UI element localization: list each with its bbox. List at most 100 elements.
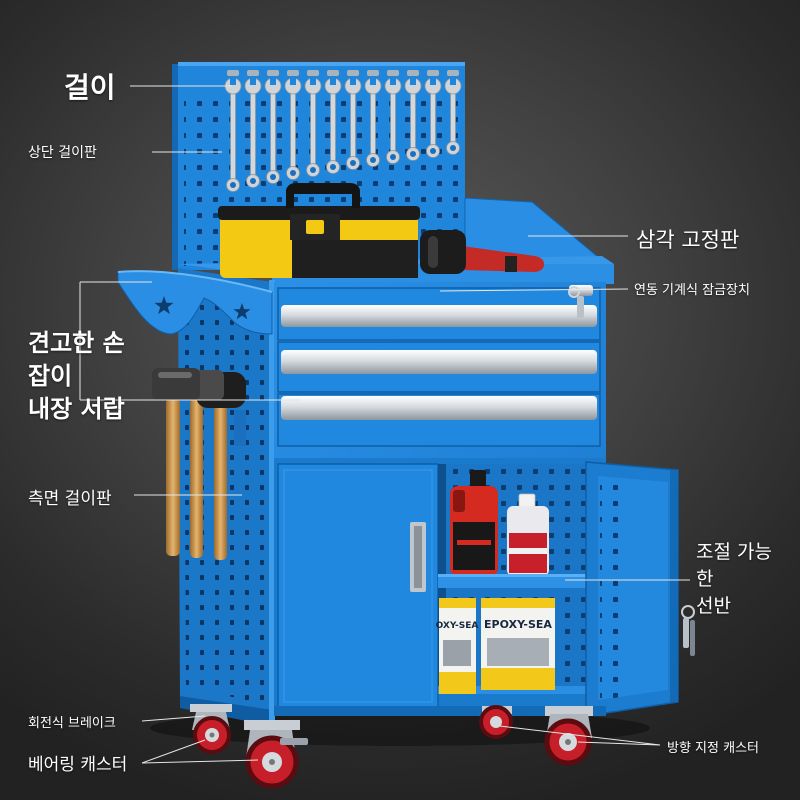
oil-bottle-white <box>507 493 549 576</box>
callout-shelf: 조절 가능 한 선반 <box>696 539 772 620</box>
callout-drawers-line-1: 견고한 손 <box>28 329 125 357</box>
right-door <box>585 461 679 717</box>
callout-line-brake <box>141 715 206 722</box>
wrench-shaft <box>450 91 456 144</box>
upper-pegboard-top-edge <box>178 62 465 66</box>
caster-left-front <box>244 720 308 789</box>
bucket-right-rim <box>481 598 555 608</box>
callout-shelf-line-2: 한 <box>696 568 714 590</box>
caster-mount <box>244 720 300 730</box>
bucket-right-swatch <box>487 638 549 666</box>
wrench-jaw-gap <box>350 77 356 85</box>
wrench <box>364 70 382 167</box>
wrench-ring-hole <box>230 182 236 188</box>
callout-line-directional-1 <box>499 725 661 746</box>
callout-upper-pegboard: 상단 걸이판 <box>28 145 97 161</box>
mallet-head-highlight <box>428 236 438 268</box>
wrench <box>404 70 422 161</box>
right-door-edge <box>670 470 678 702</box>
callout-swivel-brake: 회전식 브레이크 <box>28 716 116 731</box>
drawer-3-handle <box>281 396 597 420</box>
wrench <box>344 70 362 170</box>
right-door-holes <box>600 478 628 700</box>
wrench-jaw-gap <box>270 77 276 85</box>
caster-bolt <box>209 732 215 738</box>
side-tray-handle <box>117 270 273 335</box>
hammer-1-head-highlight <box>158 372 192 378</box>
toolbox-lid <box>218 206 420 220</box>
bucket-right-base <box>481 668 555 690</box>
door-keys <box>681 605 695 656</box>
wrench-shaft <box>290 91 296 169</box>
wrench-shaft <box>390 91 396 153</box>
drawer-2 <box>277 341 601 393</box>
wrench-ring-hole <box>430 148 436 154</box>
wrench <box>244 70 262 188</box>
wrench-jaw-gap <box>250 77 256 85</box>
wrench-hook <box>367 70 379 76</box>
callout-triangle-bracket: 삼각 고정판 <box>636 228 740 252</box>
left-door-bevel <box>283 469 433 703</box>
wrench-hook <box>247 70 259 76</box>
wrench-shaft <box>370 91 376 156</box>
wrench-ring-hole <box>450 145 456 151</box>
wrench-ring-hole <box>250 178 256 184</box>
caster-mount <box>190 704 232 712</box>
oil-bottle-red-grip <box>453 490 465 512</box>
epoxy-bucket-left: OXY-SEA <box>436 598 478 694</box>
side-hook-bracket <box>234 410 246 446</box>
wrench <box>324 70 342 174</box>
toolbox-lower-band <box>292 240 418 278</box>
lock-key <box>577 296 584 318</box>
wrench-jaw-gap <box>330 77 336 85</box>
wrench-ring-hole <box>410 151 416 157</box>
cabinet-base <box>274 706 606 716</box>
wrench-ring-hole <box>330 164 336 170</box>
wrench-ring-hole <box>390 154 396 160</box>
wrench-shaft <box>430 91 436 147</box>
callout-interlock: 연동 기계식 잠금장치 <box>634 283 750 298</box>
caster-bolt <box>565 739 571 745</box>
wrench <box>284 70 302 180</box>
callout-drawers: 견고한 손 잡이 내장 서랍 <box>28 327 125 426</box>
wrench-jaw-gap <box>370 77 376 85</box>
wrench <box>304 70 322 177</box>
wrench <box>444 70 462 155</box>
caster-mount <box>545 706 593 716</box>
oil-bottle-white-cap <box>518 493 536 509</box>
key-1 <box>683 618 689 648</box>
key-ring <box>681 605 695 619</box>
hammer-3-handle <box>214 404 227 560</box>
wrench-shaft <box>350 91 356 159</box>
mallet-handle-grip <box>505 256 517 272</box>
shelf-highlight <box>438 574 588 577</box>
caster-right-front <box>544 706 593 766</box>
upper-pegboard-side-edge <box>172 64 180 270</box>
wrench-rack <box>224 70 462 192</box>
wrench-hook <box>327 70 339 76</box>
wrench-hook <box>427 70 439 76</box>
epoxy-bucket-right: EPOXY-SEA <box>481 598 555 690</box>
key-2 <box>690 620 695 656</box>
wrench-ring-hole <box>290 170 296 176</box>
wrench-hook <box>267 70 279 76</box>
oil-bottle-red-label <box>453 522 495 570</box>
star-cutout-icon <box>154 296 174 315</box>
callout-shelf-line-1: 조절 가능 <box>696 541 772 563</box>
wrench-jaw-gap <box>430 77 436 85</box>
bucket-left-base <box>439 672 476 694</box>
shelf-panel <box>438 574 588 588</box>
caster-right-back <box>479 705 513 739</box>
interlock-lock <box>568 285 593 318</box>
callout-hooks: 걸이 <box>64 71 116 104</box>
lock-key-ring <box>568 286 580 298</box>
drawer-1-handle <box>281 305 597 327</box>
caster-left-back <box>190 704 232 754</box>
callout-directional-caster: 방향 지정 캐스터 <box>667 741 759 756</box>
wrench-shaft <box>270 91 276 173</box>
wrench-jaw-gap <box>450 77 456 85</box>
callout-line-directional-2 <box>577 741 661 746</box>
left-door <box>277 463 439 709</box>
